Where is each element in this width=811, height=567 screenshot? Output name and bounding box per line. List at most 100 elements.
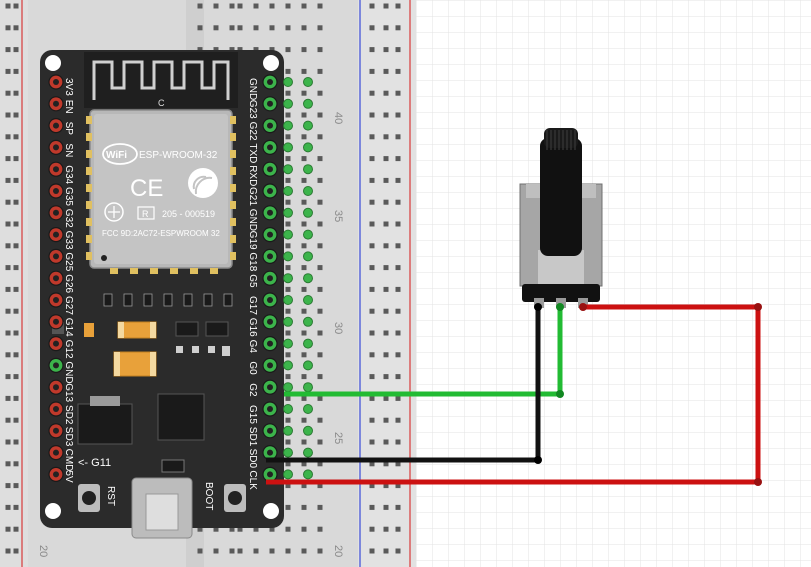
breadboard-hole — [395, 265, 401, 271]
breadboard-hole — [285, 199, 291, 205]
breadboard-connected-hole — [283, 425, 293, 436]
breadboard-hole — [285, 90, 291, 96]
breadboard-hole — [253, 3, 259, 9]
breadboard-hole — [301, 417, 307, 423]
breadboard-hole — [369, 461, 375, 467]
breadboard-hole — [213, 47, 219, 53]
breadboard-hole — [237, 47, 243, 53]
breadboard-hole — [13, 3, 19, 9]
pin-label-right: G19 — [247, 231, 258, 250]
breadboard-hole — [285, 25, 291, 31]
breadboard-hole — [285, 134, 291, 140]
breadboard-hole — [5, 47, 11, 53]
breadboard-hole — [369, 156, 375, 162]
breadboard-hole — [369, 221, 375, 227]
breadboard-hole — [395, 286, 401, 292]
wire-endpoint — [556, 303, 564, 311]
breadboard-hole — [301, 199, 307, 205]
breadboard-hole — [197, 3, 203, 9]
pin-label-left: SD2 — [63, 405, 74, 425]
breadboard-connected-hole — [303, 229, 313, 240]
pot-pin[interactable] — [556, 298, 566, 308]
breadboard-hole — [13, 221, 19, 227]
pin-label-right: GND — [247, 209, 258, 231]
wire-red-power[interactable] — [266, 304, 761, 485]
pin-label-left: SP — [63, 122, 74, 136]
breadboard-hole — [13, 68, 19, 74]
cert-number: 205 - 000519 — [162, 209, 215, 219]
breadboard-connected-hole — [283, 98, 293, 109]
breadboard-hole — [317, 461, 323, 467]
potentiometer[interactable] — [519, 128, 603, 308]
breadboard-hole — [13, 156, 19, 162]
breadboard-hole — [5, 461, 11, 467]
pin-label-left: GND — [63, 361, 74, 383]
breadboard-hole — [213, 526, 219, 532]
breadboard-hole — [301, 265, 307, 271]
esp32-board[interactable]: C WiFi ESP-WROOM-32 CE R 205 - 000519 FC… — [40, 50, 313, 539]
wifi-cert-icon — [188, 168, 218, 198]
breadboard-hole — [383, 286, 389, 292]
breadboard-hole — [13, 374, 19, 380]
breadboard-hole — [5, 25, 11, 31]
breadboard-connected-hole — [283, 469, 293, 480]
breadboard-hole — [5, 177, 11, 183]
breadboard-hole — [197, 526, 203, 532]
breadboard-hole — [383, 374, 389, 380]
breadboard-hole — [395, 243, 401, 249]
breadboard-hole — [395, 439, 401, 445]
breadboard-hole — [383, 177, 389, 183]
breadboard-hole — [383, 199, 389, 205]
breadboard-hole — [301, 25, 307, 31]
breadboard-hole — [301, 439, 307, 445]
breadboard-connected-hole — [303, 164, 313, 175]
breadboard-hole — [383, 526, 389, 532]
wire-endpoint — [754, 478, 762, 486]
breadboard-hole — [317, 330, 323, 336]
breadboard-connected-hole — [303, 338, 313, 349]
r-mark: R — [142, 209, 149, 219]
breadboard-hole — [369, 47, 375, 53]
breadboard-connected-hole — [283, 273, 293, 284]
boot-button-cap[interactable] — [228, 491, 242, 505]
breadboard-hole — [395, 3, 401, 9]
wire-endpoint — [534, 303, 542, 311]
breadboard-hole — [317, 177, 323, 183]
breadboard-connected-hole — [303, 295, 313, 305]
breadboard-hole — [317, 417, 323, 423]
breadboard-hole — [369, 3, 375, 9]
pin-label-right: G22 — [247, 122, 258, 141]
breadboard-hole — [383, 90, 389, 96]
breadboard-hole — [285, 374, 291, 380]
breadboard-hole — [383, 461, 389, 467]
breadboard-hole — [395, 199, 401, 205]
breadboard-connected-hole — [283, 186, 293, 196]
breadboard-hole — [285, 243, 291, 249]
breadboard-hole — [301, 461, 307, 467]
breadboard-hole — [5, 199, 11, 205]
breadboard-connected-hole — [283, 338, 293, 349]
breadboard-hole — [253, 526, 259, 532]
pin-label-left: SN — [63, 143, 74, 157]
breadboard-hole — [5, 439, 11, 445]
capacitor-large-end — [114, 352, 120, 376]
breadboard-hole — [13, 395, 19, 401]
breadboard-hole — [237, 548, 243, 554]
led-indicator — [84, 323, 94, 337]
wire-endpoint — [556, 390, 564, 398]
pin-label-right: G0 — [247, 361, 258, 375]
breadboard-hole — [301, 134, 307, 140]
pot-pin[interactable] — [534, 298, 544, 308]
rst-button-cap[interactable] — [82, 491, 96, 505]
breadboard-hole — [237, 526, 243, 532]
breadboard-hole — [317, 548, 323, 554]
breadboard-hole — [317, 25, 323, 31]
breadboard-hole — [5, 548, 11, 554]
row-number: 35 — [332, 210, 344, 222]
breadboard-hole — [317, 221, 323, 227]
breadboard-hole — [285, 221, 291, 227]
breadboard-hole — [395, 177, 401, 183]
wire-endpoint — [579, 303, 587, 311]
breadboard-hole — [269, 47, 275, 53]
breadboard-hole — [301, 504, 307, 510]
